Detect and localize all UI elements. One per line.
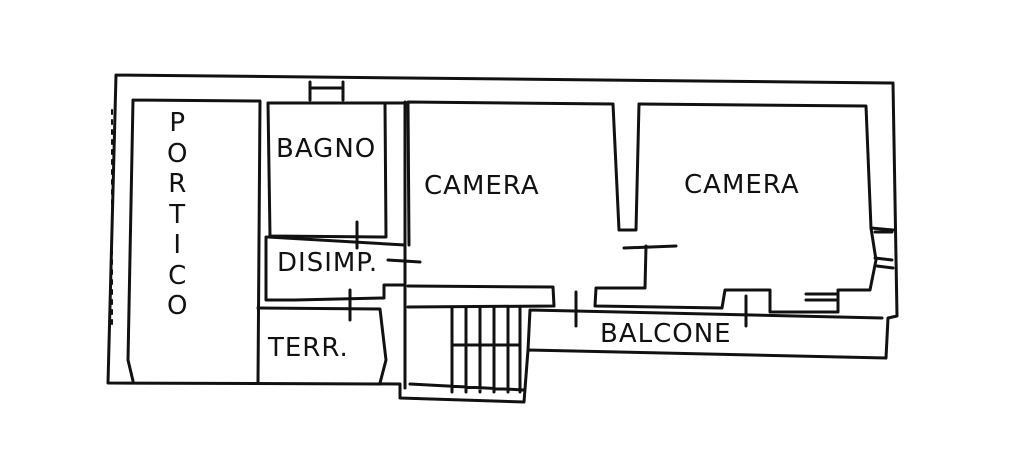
portico-letter: P (169, 108, 186, 138)
door-marks (348, 220, 838, 328)
room-label-terr: TERR. (268, 333, 349, 363)
disimp-wall (264, 235, 407, 302)
right-window (869, 226, 895, 270)
camera-left-wall (406, 100, 641, 309)
outer-wall (106, 73, 899, 404)
portico-letter: R (168, 169, 187, 199)
room-label-disimp: DISIMP. (277, 248, 379, 278)
room-label-balcone: BALCONE (600, 319, 732, 349)
stair (408, 306, 526, 394)
room-label-camera-left: CAMERA (424, 171, 540, 201)
terr-wall (256, 306, 388, 385)
bagno-wall (266, 101, 388, 239)
portico-letter: O (167, 291, 188, 321)
room-label-camera-right: CAMERA (684, 170, 800, 200)
room-label-bagno: BAGNO (276, 134, 377, 164)
portico-letter: T (169, 199, 186, 230)
balcony-rail (526, 308, 884, 352)
portico-letter: I (173, 230, 182, 260)
portico-letter: O (167, 138, 188, 169)
camera-right-wall (593, 102, 878, 314)
portico-wall (126, 98, 262, 384)
bagno-window (308, 80, 345, 102)
core-wall (383, 100, 407, 390)
portico-letter: C (168, 260, 187, 291)
wall-lines (106, 73, 899, 404)
